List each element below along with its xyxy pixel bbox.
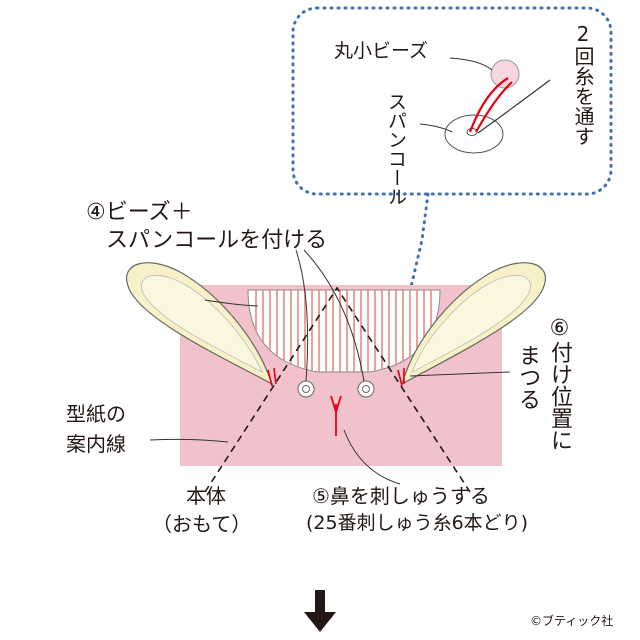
step5-label-line1: ⑤鼻を刺しゅうする <box>312 484 490 508</box>
inset-bead-label: 丸小ビーズ <box>334 40 429 62</box>
guideline-label-line2: 案内線 <box>66 432 126 456</box>
inset-thread-loop-2 <box>475 81 513 133</box>
body-label-line1: 本体 <box>186 484 226 508</box>
step4-leader-2 <box>303 249 365 382</box>
step5-leader <box>343 429 401 485</box>
step6-label-line1: ⑥付け位置に <box>547 316 572 451</box>
face-leader <box>204 299 259 307</box>
left-eye-bead <box>302 385 310 393</box>
right-ear-inner <box>411 275 531 373</box>
step4-label-line2: スパンコールを付ける <box>106 228 328 253</box>
inset-bead-leader <box>449 57 493 71</box>
inset-thread-label: 2回糸を通す <box>571 22 595 146</box>
inset-thread-tail <box>477 79 551 134</box>
guideline-leader <box>149 438 229 443</box>
step5-label-line2: (25番刺しゅう糸6本どり) <box>306 512 529 534</box>
step4-leader-1 <box>295 249 309 382</box>
inset-callout-box <box>291 6 613 196</box>
down-arrow-icon <box>304 590 336 632</box>
left-ear-inner <box>141 275 263 373</box>
guideline-label-line1: 型紙の <box>66 402 126 426</box>
step4-label-line1: ④ビーズ＋ <box>86 200 193 225</box>
inset-bead <box>490 59 520 89</box>
step6-leader <box>409 371 511 377</box>
inset-thread-loop-1 <box>468 77 509 133</box>
inset-sequin-label: スパンコール <box>385 92 407 206</box>
credit-label: ©ブティック社 <box>530 614 614 628</box>
body-label-line2: （おもて） <box>152 512 252 536</box>
right-eye-bead <box>362 385 370 393</box>
pattern-guideline <box>204 286 471 493</box>
nose-embroidery <box>330 395 342 436</box>
step6-label-line2: まつる <box>515 344 540 410</box>
right-ear-stitch <box>397 368 405 387</box>
inset-sequin-leader <box>419 123 453 133</box>
left-ear-stitch <box>267 367 277 387</box>
